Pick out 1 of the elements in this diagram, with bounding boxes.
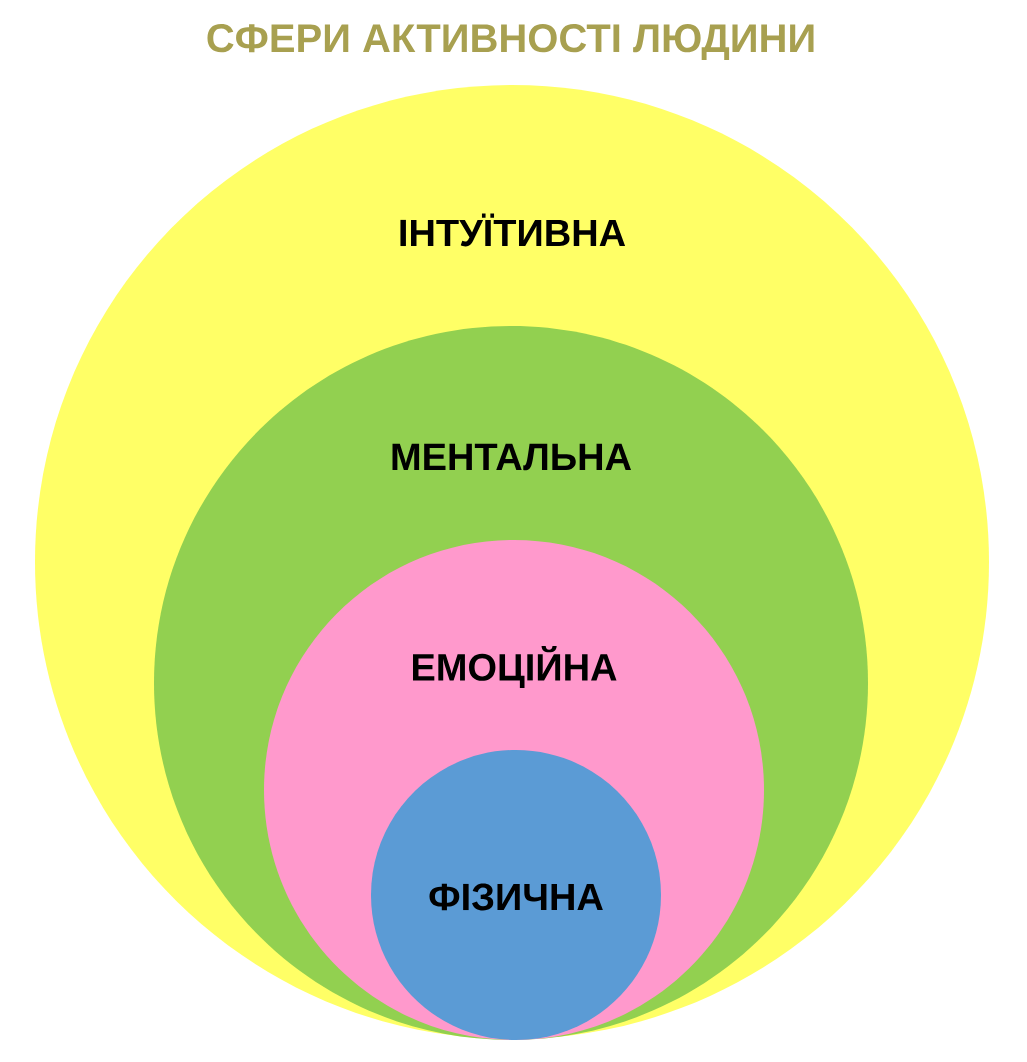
title: СФЕРИ АКТИВНОСТІ ЛЮДИНИ: [207, 24, 814, 60]
